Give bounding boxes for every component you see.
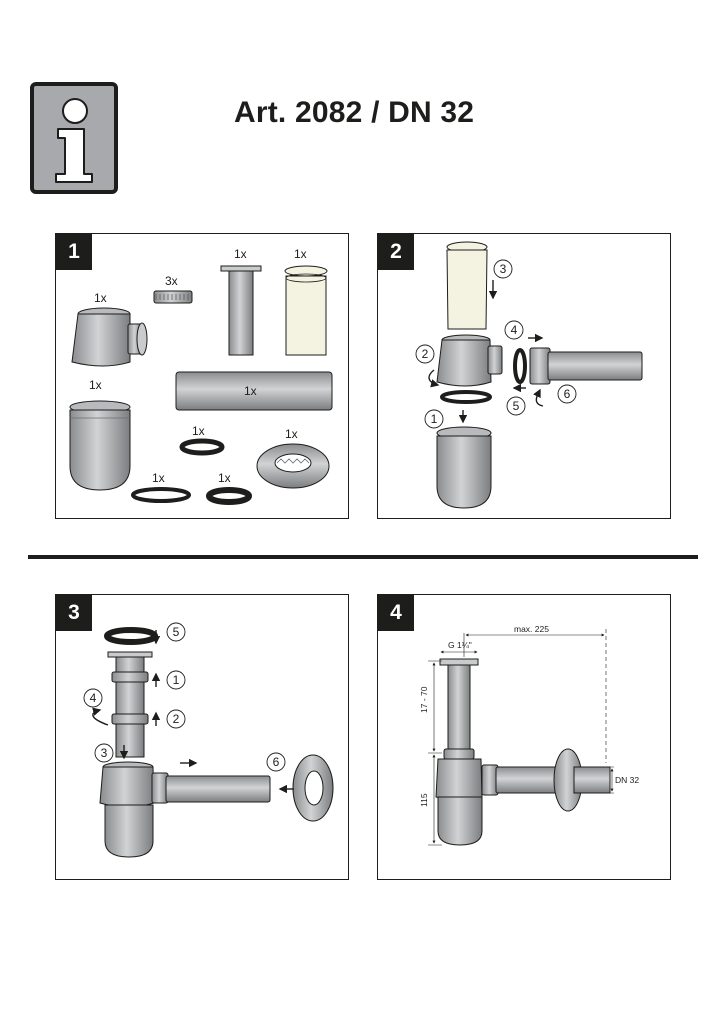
rosette [292,754,334,822]
svg-text:3: 3 [101,746,108,760]
pipe-gasket [513,348,527,384]
dip-tube [107,651,153,758]
step-4: 4 [83,688,103,708]
bottle-top [71,307,148,367]
svg-text:4: 4 [90,691,97,705]
siphon-assembled [435,658,611,846]
section-divider [28,555,698,559]
bottle-body [69,400,131,491]
qty-small-gasket: 1x [192,424,205,438]
qty-large-gasket: 1x [152,471,165,485]
siphon-assembly [99,761,271,858]
step-5: 5 [166,622,186,642]
dim-upper-height: 17 - 70 [419,686,429,713]
bottle-top [436,334,503,387]
panel-dimensions: 4 max. 225 G 1¼" 17 - 70 [377,594,671,880]
svg-text:1: 1 [173,673,180,687]
step-3: 3 [94,743,114,763]
step-1: 1 [166,670,186,690]
svg-text:5: 5 [513,399,520,413]
dim-lower-height: 115 [419,793,429,807]
step-6: 6 [266,752,286,772]
info-glyph [55,98,93,183]
dim-thread: G 1¼" [448,640,472,650]
rosette [256,443,330,489]
step-5: 5 [506,396,526,416]
pipe-nut [529,347,551,385]
panel-number: 1 [56,234,92,270]
outlet-pipe [175,371,333,411]
qty-transparent-tube: 1x [294,247,307,261]
nut-set [153,290,193,304]
qty-outlet-pipe: 1x [244,384,257,398]
page-title: Art. 2082 / DN 32 [234,96,475,129]
info-icon [30,82,118,194]
panel-number: 2 [378,234,414,270]
flat-gasket [104,627,158,645]
svg-text:6: 6 [273,755,280,769]
panel-assembly-step-2: 2 [377,233,671,519]
dim-pipe-diameter: DN 32 [615,775,639,785]
nut [111,713,149,725]
dim-max-length: max. 225 [514,624,549,634]
rotate-arrow-icon [428,369,440,388]
panel-assembly-step-3: 3 5 1 [55,594,349,880]
panel-parts: 1 [55,233,349,519]
small-gasket [179,438,225,456]
flat-gasket [206,487,252,505]
qty-nut-set: 3x [165,274,178,288]
svg-text:6: 6 [564,387,571,401]
rotate-arrow-icon [92,707,109,726]
parts-illustration: 1x 3x 1x 1x 1x 1x 1x 1x 1x 1x [69,247,333,505]
large-gasket [440,390,492,404]
step-6: 6 [557,384,577,404]
qty-bottle-top: 1x [94,291,107,305]
svg-text:4: 4 [511,323,518,337]
assembly-illustration-3: 5 1 4 2 3 6 [83,622,334,858]
qty-dip-tube: 1x [234,247,247,261]
bottle-body [436,426,492,509]
large-gasket [131,487,191,503]
assembly-illustration-2: 3 4 2 6 5 1 [415,241,643,509]
svg-text:2: 2 [173,712,180,726]
panel-number: 4 [378,595,414,631]
step-1: 1 [424,409,444,429]
svg-text:2: 2 [422,347,429,361]
svg-text:1: 1 [431,412,438,426]
transparent-tube [446,241,488,330]
svg-text:5: 5 [173,625,180,639]
step-2: 2 [415,344,435,364]
qty-flat-gasket: 1x [218,471,231,485]
dip-tube [220,265,262,356]
qty-rosette: 1x [285,427,298,441]
outlet-pipe [547,351,643,381]
dimension-drawing: max. 225 G 1¼" 17 - 70 115 DN 32 [419,624,639,846]
step-2: 2 [166,709,186,729]
step-4: 4 [504,320,524,340]
rotate-arrow-icon [533,388,544,407]
panel-number: 3 [56,595,92,631]
transparent-tube [284,265,328,356]
svg-text:3: 3 [500,262,507,276]
step-3: 3 [493,259,513,279]
nut [111,671,149,683]
qty-bottle-body: 1x [89,378,102,392]
